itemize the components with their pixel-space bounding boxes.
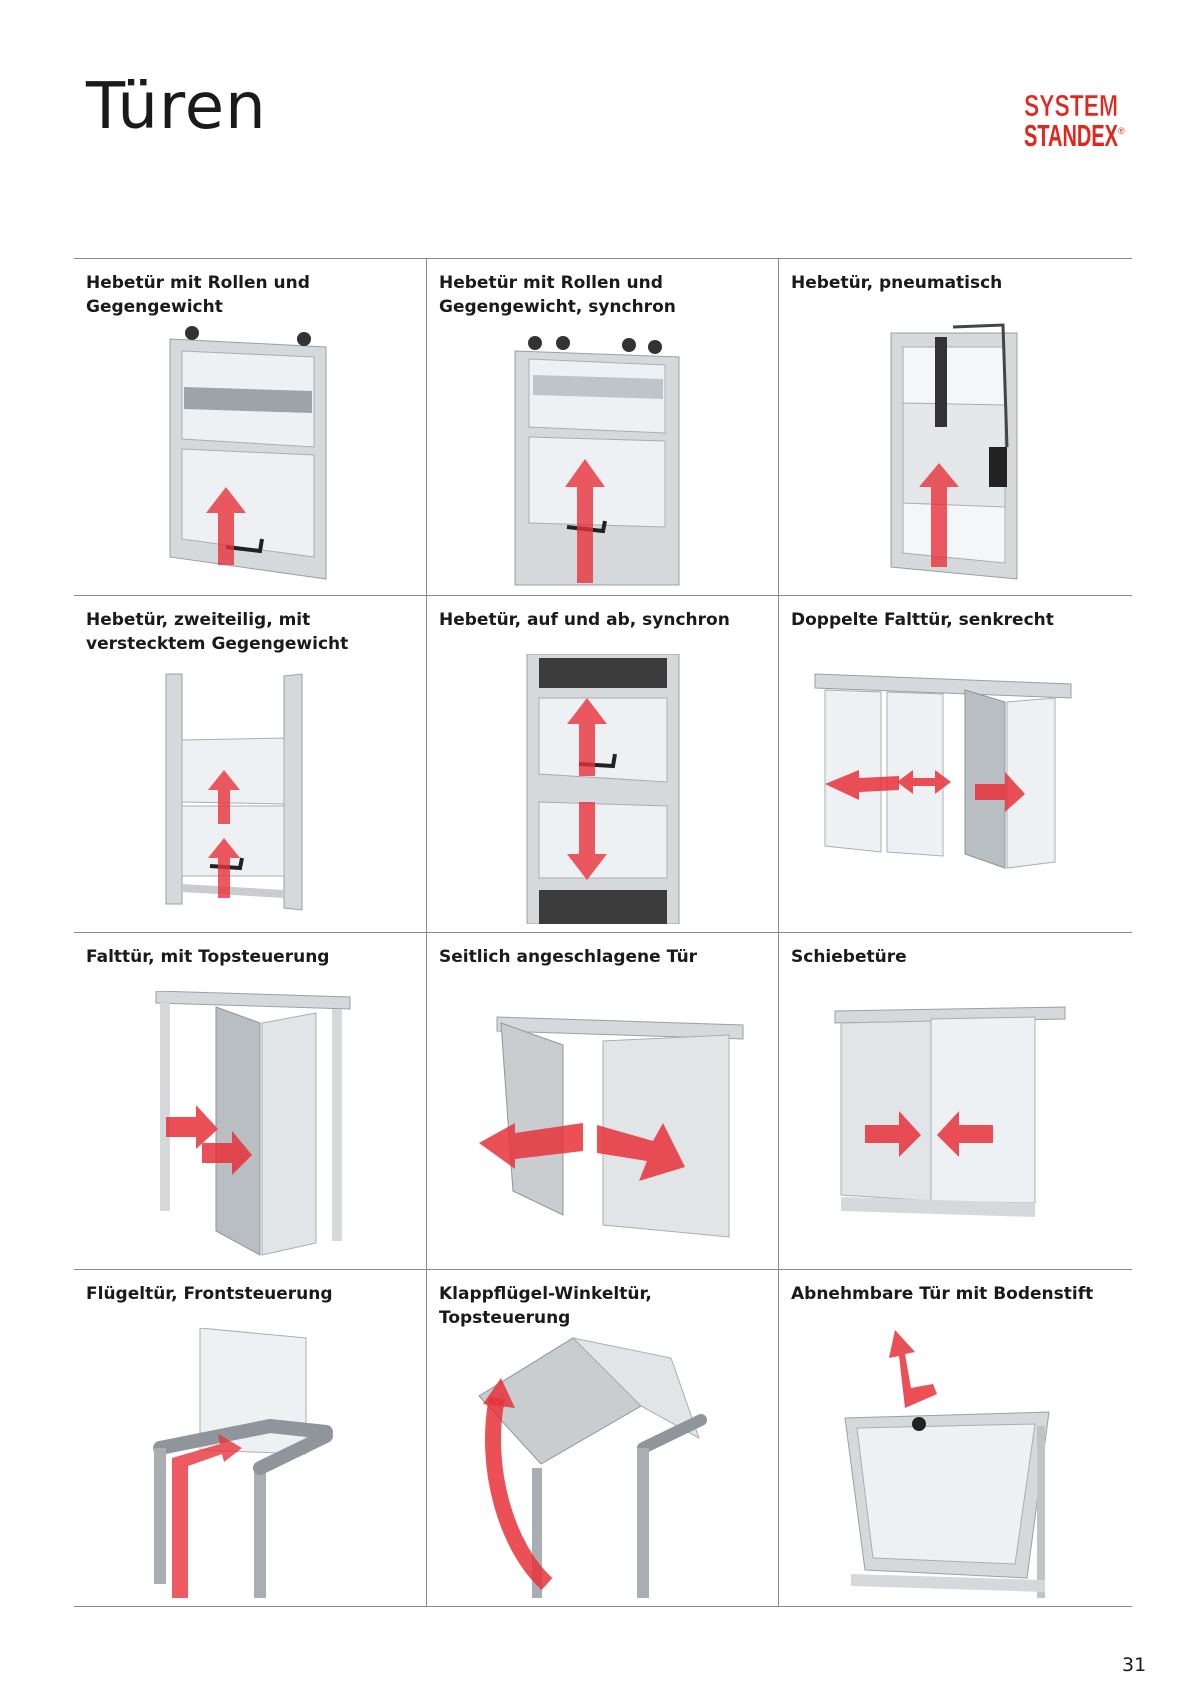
- cell-lift-door-rollers-synchronous: Hebetür mit Rollen und Gegengewicht, syn…: [426, 259, 778, 595]
- cell-wing-door-front-control: Flügeltür, Frontsteuerung: [74, 1270, 426, 1606]
- cell-two-part-lift-door: Hebetür, zweiteilig, mit verstecktem Geg…: [74, 596, 426, 932]
- cell-double-folding-door: Doppelte Falttür, senkrecht: [778, 596, 1130, 932]
- grid-row-2: Hebetür, zweiteilig, mit verstecktem Geg…: [74, 595, 1132, 932]
- removable-door-floor-pin-icon: [844, 1330, 1050, 1598]
- folding-door-top-guide-icon: [155, 991, 351, 1256]
- folding-wing-angle-door-icon: [478, 1337, 707, 1598]
- logo-line2: STANDEX: [1024, 118, 1118, 153]
- cell-folding-wing-angle-door: Klappflügel-Winkeltür, Topsteuerung: [426, 1270, 778, 1606]
- cell-sliding-door: Schiebetüre: [778, 933, 1130, 1269]
- logo-mark: ®: [1118, 126, 1125, 136]
- cell-removable-door-floor-pin: Abnehmbare Tür mit Bodenstift: [778, 1270, 1130, 1606]
- cell-label: Flügeltür, Frontsteuerung: [86, 1284, 333, 1304]
- page-title: Türen: [86, 70, 267, 144]
- up-down-synchronous-door-icon: [526, 654, 680, 924]
- lift-door-rollers-synchronous-icon: [514, 336, 680, 586]
- pneumatic-lift-door-icon: [890, 323, 1018, 580]
- double-folding-door-icon: [814, 673, 1072, 869]
- cell-label: Hebetür mit Rollen und Gegengewicht, syn…: [439, 273, 676, 317]
- cell-label: Falttür, mit Topsteuerung: [86, 947, 330, 967]
- sliding-door-icon: [834, 1006, 1066, 1217]
- cell-pneumatic-lift-door: Hebetür, pneumatisch: [778, 259, 1130, 595]
- cell-label: Abnehmbare Tür mit Bodenstift: [791, 1284, 1094, 1304]
- wing-door-front-control-icon: [153, 1328, 333, 1598]
- lift-door-rollers-icon: [169, 326, 327, 580]
- door-types-grid: Hebetür mit Rollen und Gegengewicht Hebe…: [74, 258, 1132, 1607]
- cell-label: Hebetür, zweiteilig, mit verstecktem Geg…: [86, 610, 349, 654]
- grid-row-4: Flügeltür, Frontsteuerung Klappflügel-Wi…: [74, 1269, 1132, 1607]
- cell-lift-door-rollers: Hebetür mit Rollen und Gegengewicht: [74, 259, 426, 595]
- cell-side-hinged-door: Seitlich angeschlagene Tür: [426, 933, 778, 1269]
- side-hinged-door-icon: [479, 1016, 744, 1238]
- grid-row-1: Hebetür mit Rollen und Gegengewicht Hebe…: [74, 258, 1132, 595]
- cell-label: Doppelte Falttür, senkrecht: [791, 610, 1054, 630]
- page-number: 31: [1122, 1654, 1147, 1676]
- grid-row-3: Falttür, mit Topsteuerung Seitlich anges…: [74, 932, 1132, 1269]
- two-part-lift-door-icon: [165, 673, 303, 911]
- cell-label: Hebetür, auf und ab, synchron: [439, 610, 730, 630]
- logo-line1: SYSTEM: [1024, 88, 1118, 123]
- cell-up-down-synchronous-door: Hebetür, auf und ab, synchron: [426, 596, 778, 932]
- system-standex-logo: SYSTEM STANDEX ®: [1024, 88, 1125, 153]
- cell-label: Hebetür, pneumatisch: [791, 273, 1003, 293]
- cell-label: Schiebetüre: [791, 947, 907, 967]
- cell-label: Klappflügel-Winkeltür, Topsteuerung: [439, 1284, 652, 1328]
- cell-folding-door-top-guide: Falttür, mit Topsteuerung: [74, 933, 426, 1269]
- cell-label: Hebetür mit Rollen und Gegengewicht: [86, 273, 310, 317]
- cell-label: Seitlich angeschlagene Tür: [439, 947, 698, 967]
